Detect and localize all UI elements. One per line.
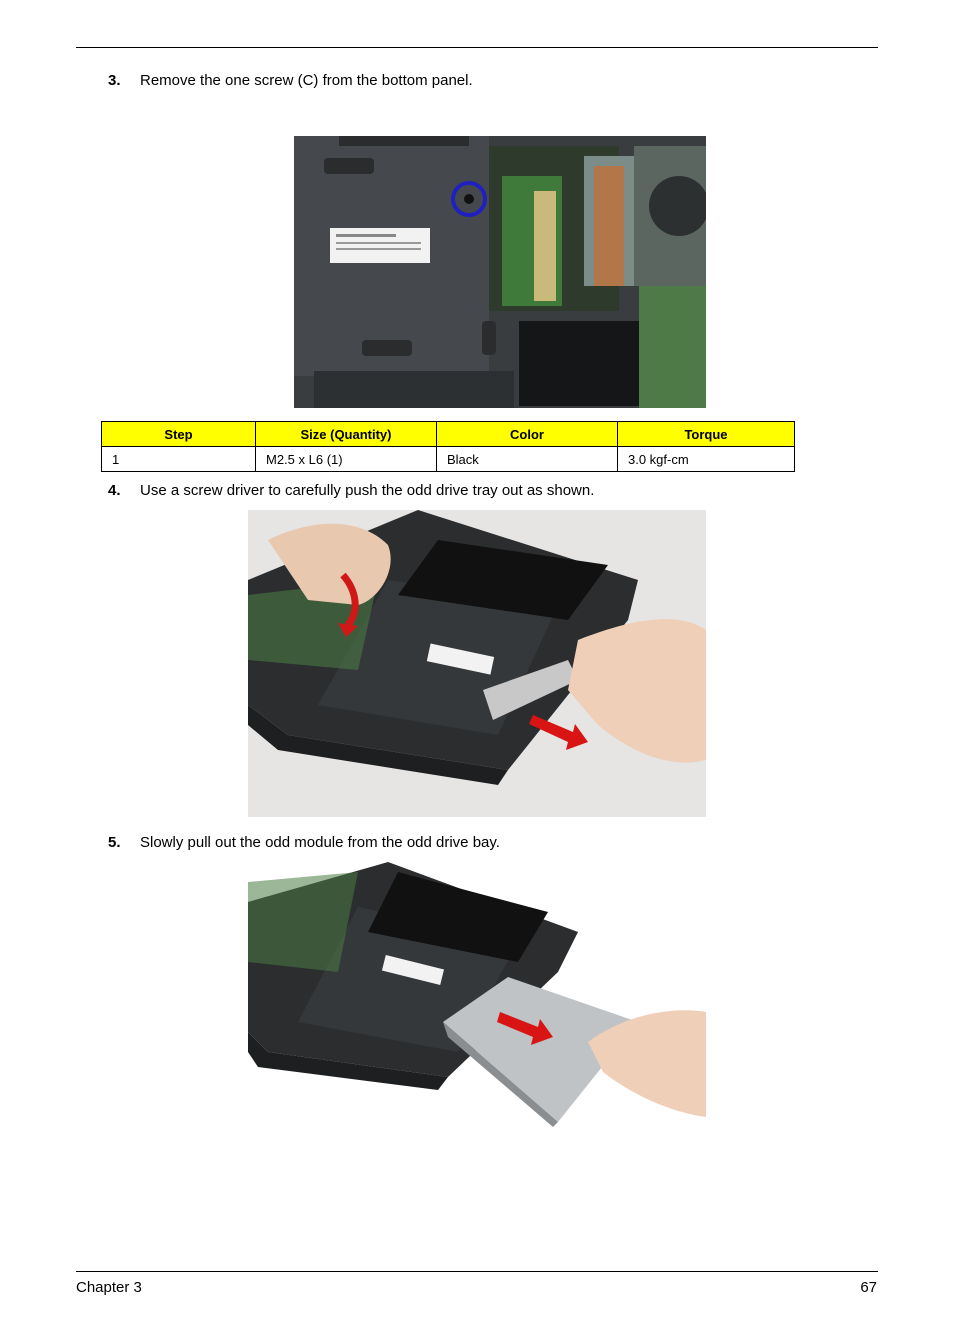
cell-color: Black bbox=[436, 446, 618, 472]
header-size: Size (Quantity) bbox=[255, 421, 437, 447]
header-color: Color bbox=[436, 421, 618, 447]
table-header-row: Step Size (Quantity) Color Torque bbox=[101, 421, 795, 447]
footer-chapter: Chapter 3 bbox=[76, 1279, 142, 1296]
step-4-number: 4. bbox=[108, 482, 121, 499]
step-4: 4. Use a screw driver to carefully push t… bbox=[108, 482, 594, 500]
step-3-number: 3. bbox=[108, 72, 121, 89]
step-5-number: 5. bbox=[108, 834, 121, 851]
push-tray-photo bbox=[248, 510, 706, 817]
header-step: Step bbox=[101, 421, 256, 447]
screw-spec-table: Step Size (Quantity) Color Torque 1 M2.5… bbox=[101, 421, 795, 472]
footer-page-number: 67 bbox=[860, 1279, 877, 1296]
step-3: 3. Remove the one screw (C) from the bott… bbox=[108, 72, 473, 90]
cell-step: 1 bbox=[101, 446, 256, 472]
cell-size: M2.5 x L6 (1) bbox=[255, 446, 437, 472]
step-3-text: Remove the one screw (C) from the bottom… bbox=[140, 72, 473, 89]
table-row: 1 M2.5 x L6 (1) Black 3.0 kgf-cm bbox=[101, 446, 795, 472]
cell-torque: 3.0 kgf-cm bbox=[617, 446, 795, 472]
step-4-text: Use a screw driver to carefully push the… bbox=[140, 482, 595, 499]
header-torque: Torque bbox=[617, 421, 795, 447]
pull-drive-photo bbox=[248, 862, 706, 1134]
step-5: 5. Slowly pull out the odd module from th… bbox=[108, 834, 500, 852]
laptop-bottom-panel-photo bbox=[294, 136, 706, 408]
step-5-text: Slowly pull out the odd module from the … bbox=[140, 834, 500, 851]
header-rule bbox=[76, 47, 878, 48]
footer-rule bbox=[76, 1271, 878, 1272]
